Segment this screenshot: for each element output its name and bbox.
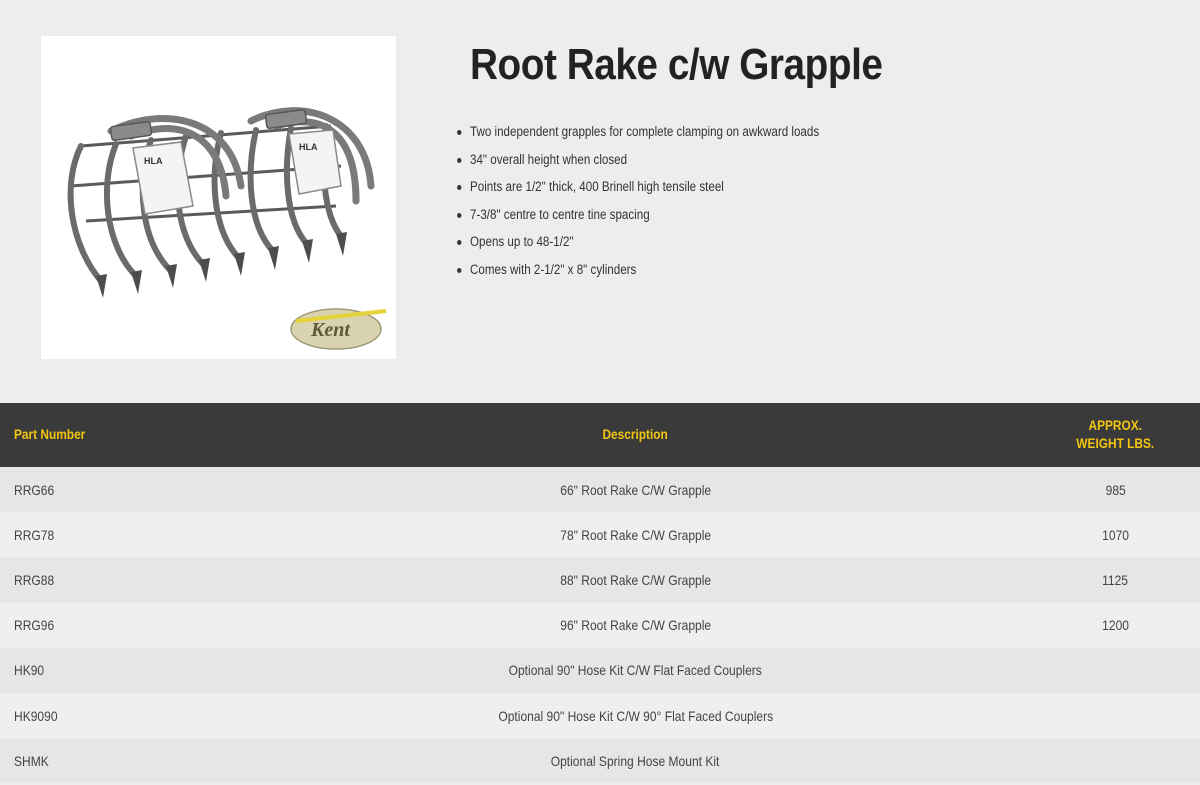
cell-weight [1017, 693, 1200, 738]
feature-text: Opens up to 48-1/2" [470, 234, 574, 249]
feature-text: Comes with 2-1/2" x 8" cylinders [470, 261, 637, 277]
product-image: HLA HLA Kent [41, 36, 396, 359]
cell-description: 66" Root Rake C/W Grapple [560, 481, 711, 498]
header-part-number: Part Number [14, 427, 86, 442]
kent-logo-text: Kent [310, 319, 351, 341]
feature-item: Opens up to 48-1/2" [457, 232, 819, 260]
root-rake-illustration: HLA HLA Kent [67, 107, 387, 350]
feature-text: Points are 1/2" thick, 400 Brinell high … [470, 179, 724, 194]
plate-label-right: HLA [299, 142, 318, 152]
cell-weight: 985 [1105, 481, 1126, 498]
cell-description: 88" Root Rake C/W Grapple [560, 571, 711, 588]
feature-list: Two independent grapples for complete cl… [457, 122, 876, 288]
cell-description: Optional 90" Hose Kit C/W 90° Flat Faced… [498, 707, 773, 724]
table-row: SHMK Optional Spring Hose Mount Kit [0, 738, 1200, 784]
feature-item: 7-3/8" centre to centre tine spacing [457, 205, 819, 233]
cell-description: 78" Root Rake C/W Grapple [560, 526, 711, 543]
cell-part: HK90 [14, 662, 45, 679]
feature-item: Points are 1/2" thick, 400 Brinell high … [457, 177, 819, 205]
cell-part: HK9090 [14, 707, 58, 724]
page-title: Root Rake c/w Grapple [470, 40, 883, 89]
plate-label-left: HLA [144, 156, 163, 166]
bullet-icon [457, 157, 462, 163]
feature-item: Comes with 2-1/2" x 8" cylinders [457, 260, 819, 288]
cell-weight [1017, 648, 1200, 693]
cell-part: RRG78 [14, 526, 55, 543]
feature-text: 7-3/8" centre to centre tine spacing [470, 206, 650, 222]
cell-part: RRG88 [14, 571, 55, 588]
cell-description: 96" Root Rake C/W Grapple [560, 617, 711, 634]
bullet-icon [457, 185, 462, 190]
cell-part: SHMK [14, 752, 49, 769]
bullet-icon [457, 130, 462, 135]
cell-weight: 1070 [1102, 526, 1129, 543]
table-row: RRG88 88" Root Rake C/W Grapple 1125 [0, 557, 1200, 603]
parts-table: Part Number Description APPROX. WEIGHT LB… [0, 403, 1200, 784]
cell-weight [1017, 738, 1200, 783]
header-weight-line2: WEIGHT LBS. [1076, 436, 1155, 451]
cell-part: RRG66 [14, 481, 55, 498]
kent-logo-icon: Kent [290, 308, 387, 350]
cell-weight: 1200 [1102, 617, 1129, 634]
table-header-row: Part Number Description APPROX. WEIGHT LB… [0, 403, 1200, 467]
table-row: RRG96 96" Root Rake C/W Grapple 1200 [0, 602, 1200, 648]
header-weight-line1: APPROX. [1088, 418, 1143, 433]
table-row: HK9090 Optional 90" Hose Kit C/W 90° Fla… [0, 692, 1200, 739]
feature-item: Two independent grapples for complete cl… [457, 122, 820, 150]
feature-item: 34" overall height when closed [457, 150, 819, 178]
table-row: RRG78 78" Root Rake C/W Grapple 1070 [0, 512, 1200, 558]
feature-text: 34" overall height when closed [470, 151, 628, 167]
header-description: Description [602, 427, 669, 442]
bullet-icon [457, 212, 462, 218]
cell-description: Optional 90" Hose Kit C/W Flat Faced Cou… [508, 662, 763, 679]
cell-weight: 1125 [1102, 571, 1129, 588]
cell-description: Optional Spring Hose Mount Kit [551, 752, 720, 769]
cell-part: RRG96 [14, 617, 55, 634]
feature-text: Two independent grapples for complete cl… [470, 124, 820, 139]
header-weight: APPROX. WEIGHT LBS. [1017, 403, 1200, 467]
bullet-icon [457, 240, 462, 245]
table-row: RRG66 66" Root Rake C/W Grapple 985 [0, 467, 1200, 513]
table-row: HK90 Optional 90" Hose Kit C/W Flat Face… [0, 647, 1200, 693]
bullet-icon [457, 267, 462, 273]
